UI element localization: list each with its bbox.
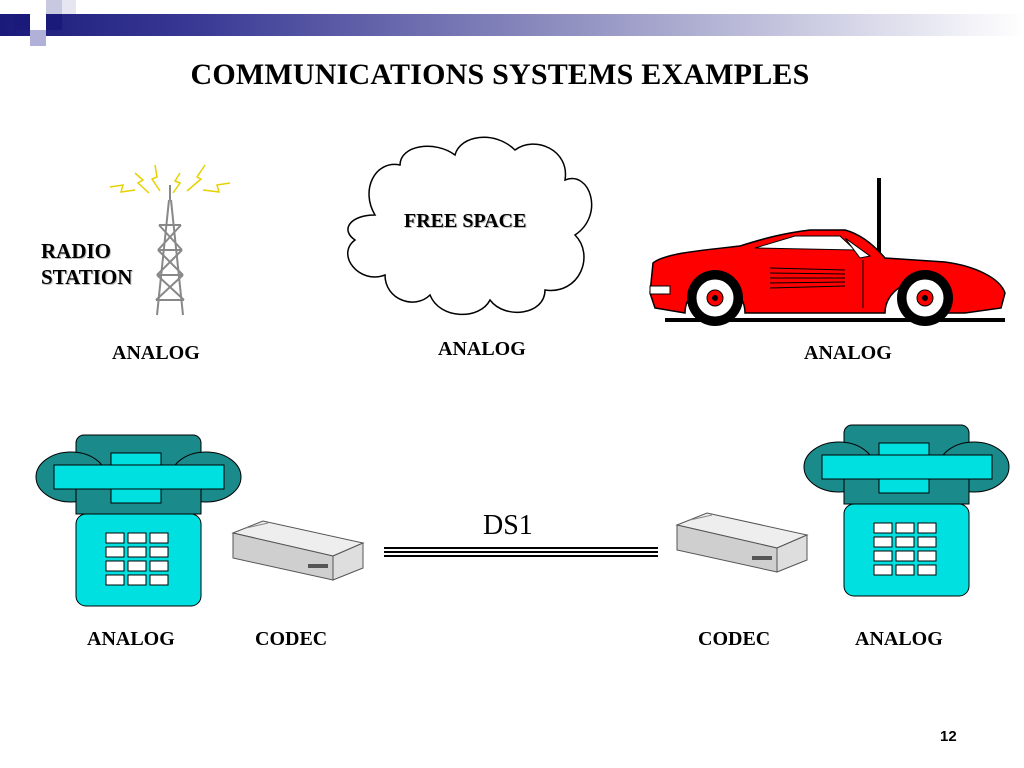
right-phone-caption: ANALOG — [855, 628, 943, 650]
page-number: 12 — [940, 728, 957, 745]
radio-station-label: RADIO STATION — [41, 239, 133, 289]
ds1-label: DS1 — [483, 510, 533, 541]
left-codec-caption: CODEC — [255, 628, 328, 650]
ds1-link-line — [384, 547, 658, 557]
slide-title: COMMUNICATIONS SYSTEMS EXAMPLES — [190, 58, 810, 91]
right-codec-caption: CODEC — [698, 628, 771, 650]
free-space-label: FREE SPACE — [404, 210, 527, 232]
radio-station-caption: ANALOG — [112, 342, 200, 364]
car-icon — [649, 178, 1006, 326]
car-caption: ANALOG — [804, 342, 892, 364]
left-phone-caption: ANALOG — [87, 628, 175, 650]
left-telephone-icon — [35, 434, 242, 607]
header-gradient-bar — [0, 14, 1024, 36]
radio-tower-icon — [109, 164, 231, 316]
right-telephone-icon — [803, 424, 1010, 597]
free-space-caption: ANALOG — [438, 338, 526, 360]
left-codec-device-icon — [231, 520, 365, 581]
cloud-icon — [347, 136, 593, 316]
right-codec-device-icon — [675, 512, 809, 573]
